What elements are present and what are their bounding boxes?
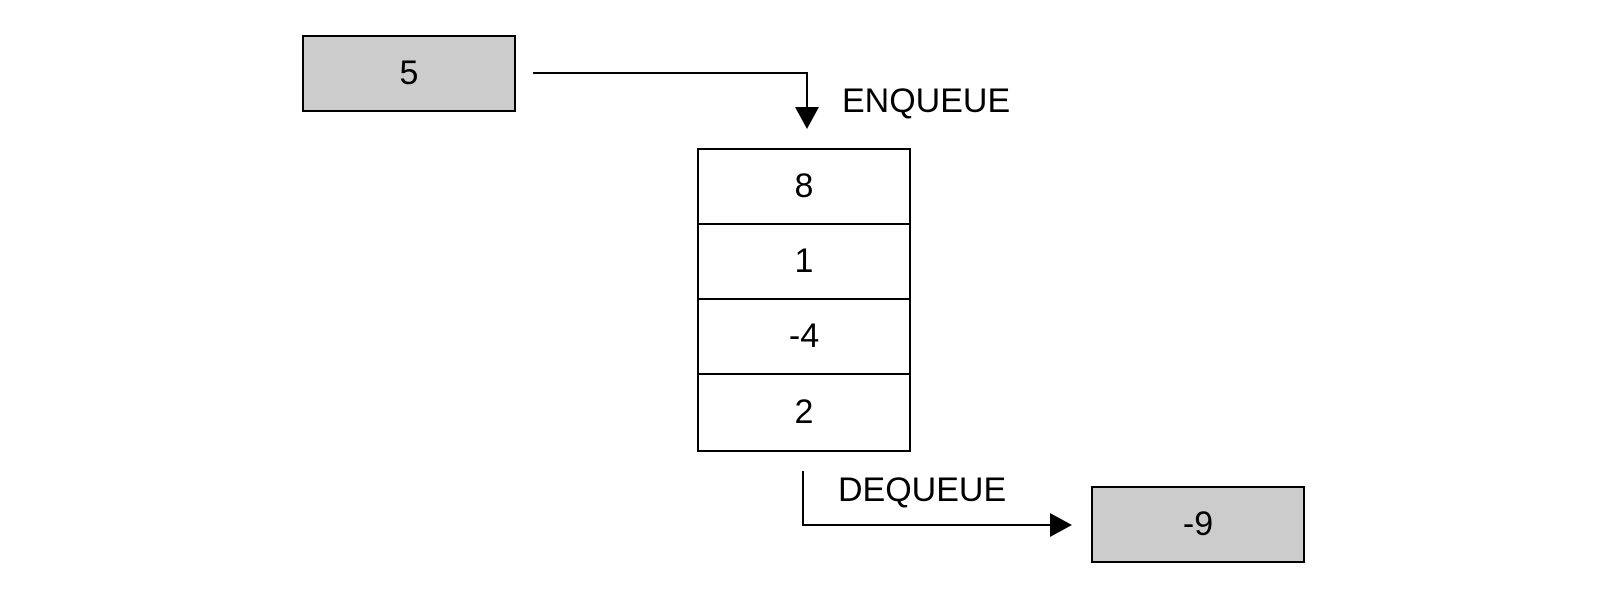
queue-cell: 1 xyxy=(699,225,909,300)
enqueue-arrow-line xyxy=(533,72,808,110)
queue-cell: 2 xyxy=(699,375,909,450)
enqueue-label: ENQUEUE xyxy=(842,82,1011,120)
queue-cell-value: 1 xyxy=(794,242,814,280)
outgoing-value-box: -9 xyxy=(1091,486,1305,563)
queue-cell-value: 2 xyxy=(794,393,814,431)
dequeue-arrowhead-icon xyxy=(1050,513,1072,537)
queue-cell-value: 8 xyxy=(794,167,814,205)
outgoing-value: -9 xyxy=(1182,505,1214,543)
enqueue-arrow xyxy=(533,72,819,129)
queue-cell: -4 xyxy=(699,300,909,375)
enqueue-arrowhead-icon xyxy=(795,107,819,129)
dequeue-label: DEQUEUE xyxy=(838,471,1007,509)
queue-cell: 8 xyxy=(699,150,909,225)
incoming-value: 5 xyxy=(399,54,419,92)
incoming-value-box: 5 xyxy=(302,35,516,112)
queue-container: 8 1 -4 2 xyxy=(697,148,911,452)
queue-cell-value: -4 xyxy=(788,317,820,355)
